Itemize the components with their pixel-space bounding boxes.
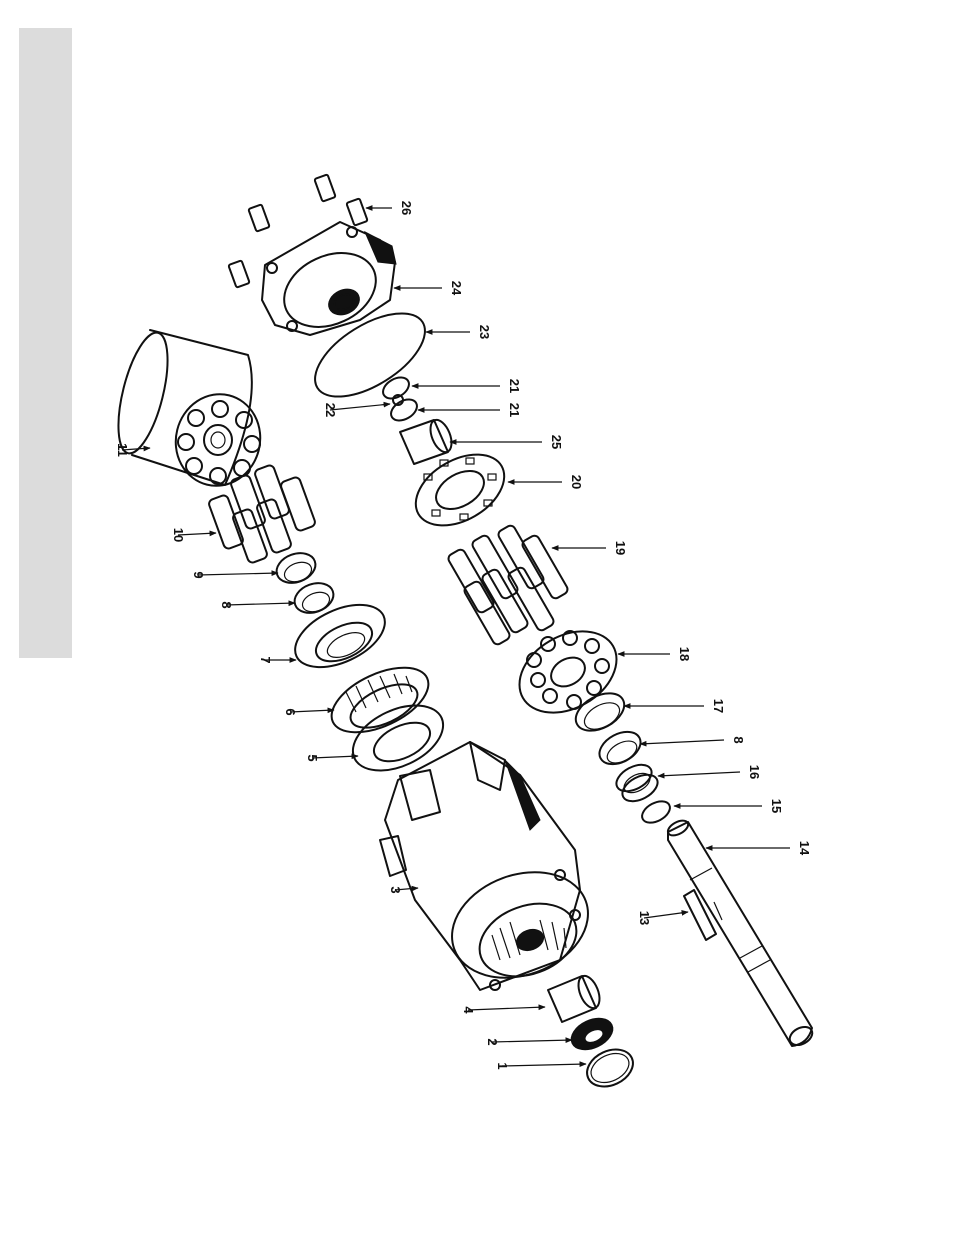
part-pump-housing xyxy=(380,742,603,996)
callout-8-lower: 8 xyxy=(731,736,746,743)
part-valve-plate xyxy=(505,615,631,729)
part-retaining-ring xyxy=(639,797,674,827)
callout-16: 16 xyxy=(747,765,762,779)
callout-11: 11 xyxy=(115,443,130,457)
callout-21-lower: 21 xyxy=(507,403,522,417)
callout-6: 6 xyxy=(283,708,298,715)
part-cylinder-barrel xyxy=(109,328,270,495)
part-pistons-right xyxy=(447,524,570,646)
part-bushing-9 xyxy=(272,548,319,588)
part-bushing-8-lower xyxy=(594,725,646,770)
part-retainer-plate xyxy=(403,440,516,540)
callout-25: 25 xyxy=(549,435,564,449)
callout-23: 23 xyxy=(477,325,492,339)
callout-2: 2 xyxy=(485,1038,500,1045)
callout-26: 26 xyxy=(399,201,414,215)
callout-10: 10 xyxy=(171,528,186,542)
callout-21-upper: 21 xyxy=(507,379,522,393)
part-shaft-key xyxy=(684,890,716,940)
part-thrust-plate xyxy=(286,592,395,680)
callout-7: 7 xyxy=(258,656,273,663)
part-pistons-left xyxy=(208,464,317,564)
callout-18: 18 xyxy=(677,647,692,661)
callout-19: 19 xyxy=(613,541,628,555)
callout-22: 22 xyxy=(323,403,338,417)
part-spring-rings xyxy=(612,759,662,806)
part-needle-bearing-25 xyxy=(400,417,456,464)
part-drive-shaft xyxy=(665,818,815,1049)
part-needle-bearing xyxy=(548,973,604,1022)
callout-8-upper: 8 xyxy=(219,601,234,608)
callout-17: 17 xyxy=(711,699,726,713)
callout-4: 4 xyxy=(461,1006,476,1014)
part-snap-ring xyxy=(581,1042,639,1093)
callout-5: 5 xyxy=(305,754,320,761)
part-roller-bearing xyxy=(322,654,438,745)
callout-9: 9 xyxy=(191,571,206,578)
callout-leaders xyxy=(122,208,790,1066)
callout-13: 13 xyxy=(637,911,652,925)
callout-3: 3 xyxy=(388,886,403,893)
part-end-cover xyxy=(262,222,396,341)
callout-20: 20 xyxy=(569,475,584,489)
callout-1: 1 xyxy=(495,1062,510,1069)
callout-15: 15 xyxy=(769,799,784,813)
callout-14: 14 xyxy=(797,841,812,856)
part-washer xyxy=(343,692,454,783)
callout-24: 24 xyxy=(449,281,464,296)
